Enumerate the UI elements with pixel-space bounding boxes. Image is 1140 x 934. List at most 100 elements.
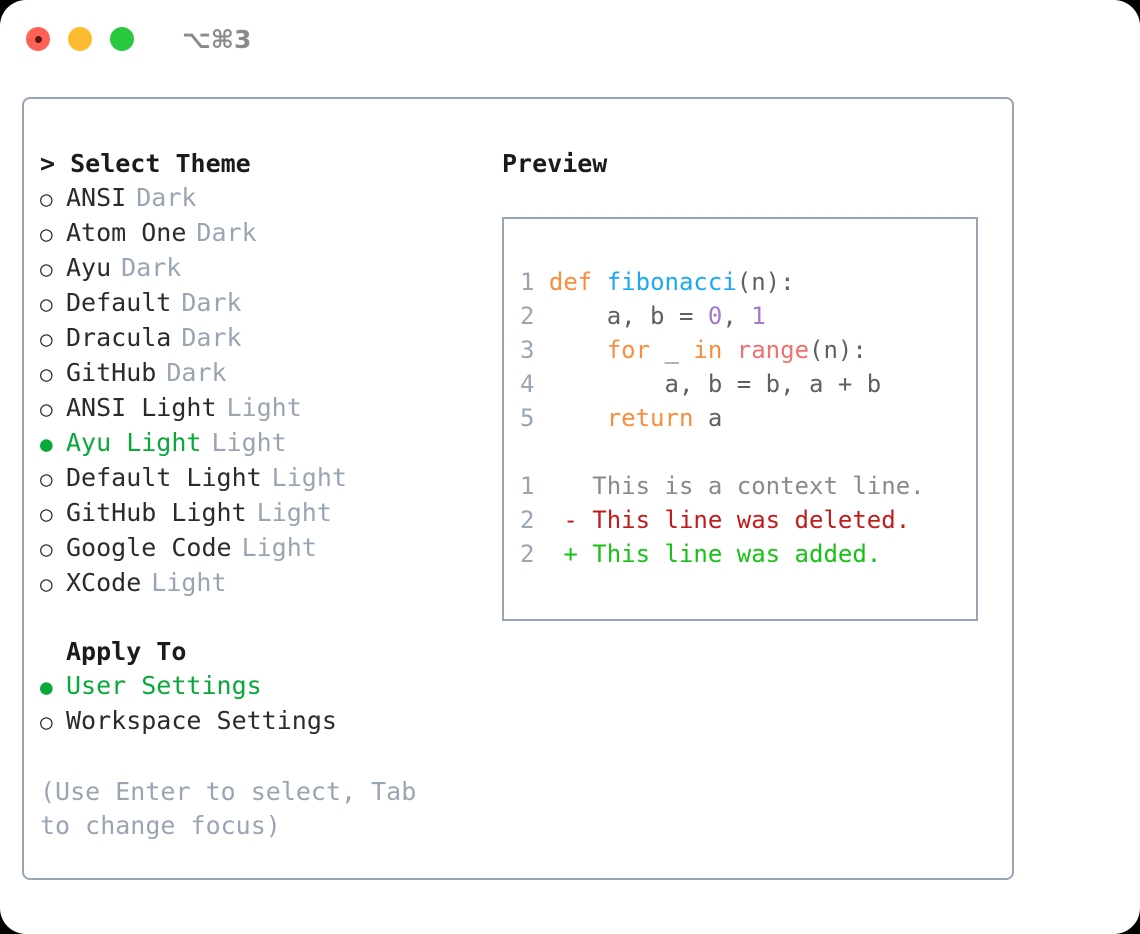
code-diff-separator (520, 435, 976, 469)
diff-text: This is a context line. (577, 472, 925, 500)
help-text: (Use Enter to select, Tab to change focu… (40, 777, 417, 840)
theme-option-label: Dracula (66, 323, 172, 352)
radio-selected-icon: ● (40, 432, 53, 456)
keyboard-shortcut-label: ⌥⌘3 (182, 24, 252, 54)
theme-option-label: Ayu (66, 253, 112, 282)
theme-option-ayu[interactable]: ○ Ayu Dark (40, 251, 480, 286)
title-bar: ⌥⌘3 (0, 0, 1140, 78)
code-token: a (693, 404, 723, 432)
close-window-button[interactable] (26, 27, 50, 51)
code-token: (n): (736, 268, 795, 296)
diff-marker: + (563, 540, 578, 568)
code-token: fibonacci (606, 268, 737, 296)
code-token: def (548, 268, 593, 296)
code-token: , (722, 302, 752, 330)
code-token: a, b = b, a + b (548, 370, 882, 398)
line-number: 1 (520, 268, 535, 296)
diff-text: This line was deleted. (577, 506, 911, 534)
theme-option-label: GitHub (66, 358, 157, 387)
line-number-gap (534, 404, 548, 432)
theme-option-label: ANSI Light (66, 393, 217, 422)
theme-variant-tag: Dark (196, 218, 257, 247)
radio-unselected-icon: ○ (40, 257, 53, 281)
theme-option-ansi-light[interactable]: ○ ANSI Light Light (40, 391, 480, 426)
diff-line: 2 + This line was added. (520, 537, 976, 571)
window-controls (26, 27, 134, 51)
line-number-gap (534, 540, 563, 568)
code-token: (n): (809, 336, 867, 364)
code-token: return (606, 404, 694, 432)
line-number-gap (534, 370, 548, 398)
code-token: a, b = (548, 302, 708, 330)
line-number-gap (534, 302, 548, 330)
theme-option-label: Ayu Light (66, 428, 202, 457)
theme-variant-tag: Light (151, 568, 227, 597)
code-line: 1 def fibonacci(n): (520, 265, 976, 299)
diff-line: 1 This is a context line. (520, 469, 976, 503)
code-token (549, 404, 607, 432)
preview-pane: Preview 1 def fibonacci(n):2 a, b = 0, 1… (502, 147, 992, 621)
code-token (549, 336, 607, 364)
code-token: range (736, 336, 810, 364)
line-number: 1 (520, 472, 535, 500)
code-token: _ (650, 336, 694, 364)
theme-option-label: Atom One (66, 218, 187, 247)
select-theme-heading: > Select Theme (40, 149, 251, 178)
apply-to-option-workspace-settings[interactable]: ○Workspace Settings (40, 704, 480, 739)
code-token: 1 (751, 302, 766, 330)
minimize-window-button[interactable] (68, 27, 92, 51)
line-number: 4 (520, 370, 535, 398)
apply-to-option-label: User Settings (66, 671, 262, 700)
apply-to-list[interactable]: ●User Settings○Workspace Settings (40, 669, 480, 739)
line-number: 2 (520, 540, 535, 568)
line-number-gap (534, 472, 563, 500)
maximize-window-button[interactable] (110, 27, 134, 51)
line-number: 5 (520, 404, 535, 432)
radio-unselected-icon: ○ (40, 327, 53, 351)
theme-variant-tag: Dark (166, 358, 227, 387)
theme-option-default-light[interactable]: ○ Default Light Light (40, 461, 480, 496)
radio-unselected-icon: ○ (40, 187, 53, 211)
theme-option-xcode[interactable]: ○ XCode Light (40, 566, 480, 601)
apply-to-heading: Apply To (66, 637, 187, 666)
theme-variant-tag: Dark (181, 323, 242, 352)
theme-variant-tag: Dark (121, 253, 182, 282)
theme-variant-tag: Dark (136, 183, 197, 212)
radio-unselected-icon: ○ (40, 292, 53, 316)
theme-variant-tag: Light (271, 463, 347, 492)
radio-unselected-icon: ○ (40, 537, 53, 561)
theme-option-label: Default (66, 288, 172, 317)
code-line: 4 a, b = b, a + b (520, 367, 976, 401)
theme-option-label: XCode (66, 568, 142, 597)
radio-unselected-icon: ○ (40, 710, 53, 734)
code-token: 0 (707, 302, 723, 330)
code-token: for (606, 336, 651, 364)
line-number: 3 (520, 336, 535, 364)
diff-line: 2 - This line was deleted. (520, 503, 976, 537)
radio-unselected-icon: ○ (40, 467, 53, 491)
line-number: 2 (520, 302, 535, 330)
theme-option-dracula[interactable]: ○ Dracula Dark (40, 321, 480, 356)
theme-option-label: Default Light (66, 463, 262, 492)
code-line: 3 for _ in range(n): (520, 333, 976, 367)
radio-unselected-icon: ○ (40, 397, 53, 421)
code-line: 2 a, b = 0, 1 (520, 299, 976, 333)
line-number-gap (534, 506, 563, 534)
theme-variant-tag: Light (226, 393, 302, 422)
theme-variant-tag: Light (256, 498, 332, 527)
radio-unselected-icon: ○ (40, 572, 53, 596)
apply-to-option-user-settings[interactable]: ●User Settings (40, 669, 480, 704)
radio-unselected-icon: ○ (40, 502, 53, 526)
line-number: 2 (520, 506, 535, 534)
